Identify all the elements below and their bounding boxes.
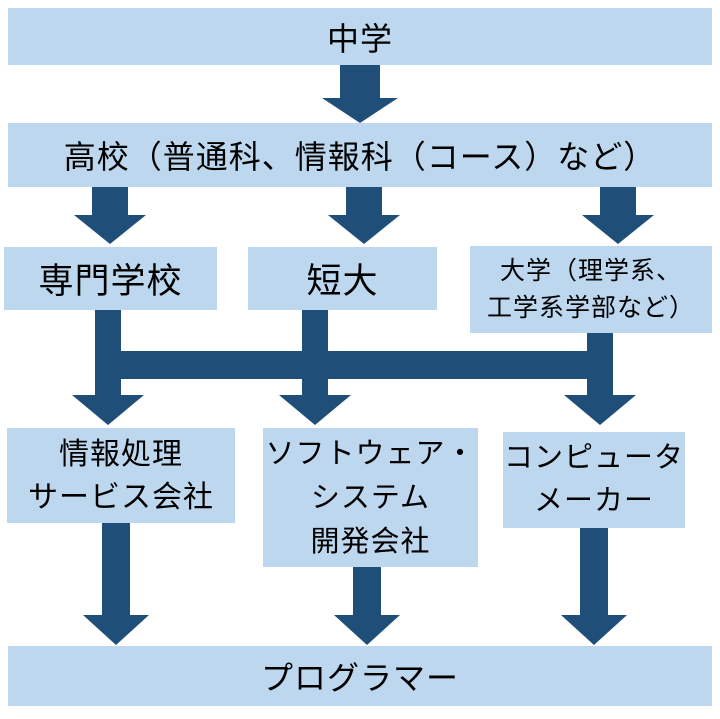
node-programmer: プログラマー xyxy=(8,646,712,706)
arrow-to-software-dev-head xyxy=(279,395,351,425)
arrow-high-school-to-vocational-head xyxy=(74,215,146,244)
node-software-dev-company: ソフトウェア・ システム 開発会社 xyxy=(263,428,478,567)
node-it-services-company: 情報処理 サービス会社 xyxy=(7,428,235,523)
connector-merge-bar xyxy=(95,351,613,379)
node-junior-college: 短大 xyxy=(248,247,437,310)
arrow-high-school-to-university-shaft xyxy=(600,187,636,215)
arrow-high-school-to-junior-college-shaft xyxy=(346,187,382,215)
arrow-computer-maker-to-programmer-shaft xyxy=(580,528,608,615)
arrow-junior-high-to-high-school-head xyxy=(322,98,398,123)
arrow-computer-maker-to-programmer-head xyxy=(561,615,627,645)
arrow-to-it-services-head xyxy=(72,395,144,425)
arrow-high-school-to-university-head xyxy=(582,215,654,244)
node-junior-high-school: 中学 xyxy=(8,8,712,65)
arrow-to-computer-maker-head xyxy=(564,395,636,425)
node-university: 大学（理学系、 工学系学部など） xyxy=(470,246,712,333)
arrow-junior-high-to-high-school-shaft xyxy=(340,65,380,98)
arrow-software-dev-to-programmer-shaft xyxy=(353,567,381,615)
arrow-high-school-to-vocational-shaft xyxy=(92,187,128,215)
node-computer-maker: コンピュータ メーカー xyxy=(503,432,685,528)
arrow-it-services-to-programmer-head xyxy=(83,615,149,645)
arrow-it-services-to-programmer-shaft xyxy=(102,523,130,615)
node-vocational-school: 専門学校 xyxy=(4,247,217,310)
arrow-high-school-to-junior-college-head xyxy=(328,215,400,244)
arrow-software-dev-to-programmer-head xyxy=(334,615,400,645)
node-high-school: 高校（普通科、情報科（コース）など） xyxy=(8,123,712,187)
